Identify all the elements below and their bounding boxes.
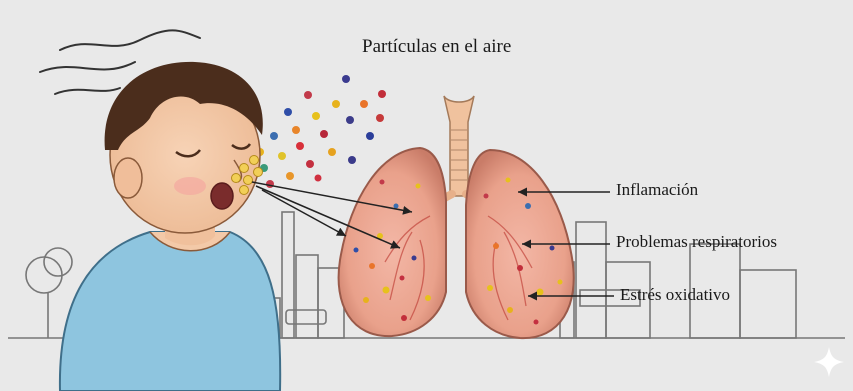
label-inflammation: Inflamación <box>616 180 698 200</box>
label-oxidative-stress: Estrés oxidativo <box>620 285 730 305</box>
diagram-title: Partículas en el aire <box>362 36 511 58</box>
label-respiratory-problems: Problemas respiratorios <box>616 232 777 252</box>
